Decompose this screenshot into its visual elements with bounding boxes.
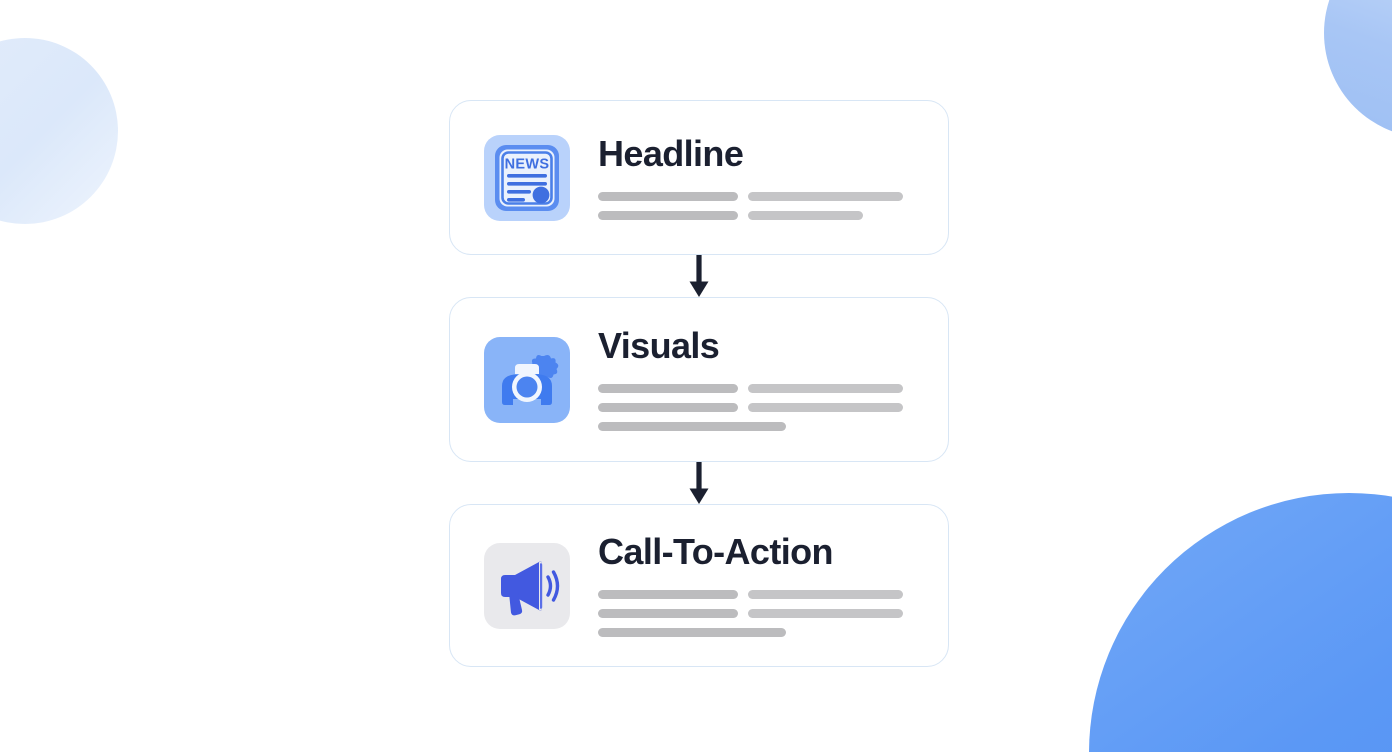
placeholder-bar	[598, 628, 786, 637]
camera-icon	[484, 336, 570, 423]
placeholder-bar	[748, 403, 903, 412]
placeholder-row	[598, 628, 920, 637]
top-left-circle	[0, 38, 118, 224]
placeholder-row	[598, 191, 920, 201]
flow-card-visuals[interactable]: Visuals	[449, 297, 949, 462]
card-body-visuals: Visuals	[598, 328, 920, 431]
placeholder-row	[598, 210, 920, 220]
arrow-visuals-to-cta	[679, 461, 719, 504]
card-title-visuals: Visuals	[598, 325, 720, 366]
flow-card-headline[interactable]: NEWS Headline	[449, 100, 949, 255]
bottom-right-circle	[1089, 493, 1392, 752]
placeholder-bar	[598, 384, 738, 393]
placeholder-bar	[748, 609, 903, 618]
flow-card-call-to-action[interactable]: Call-To-Action	[449, 504, 949, 667]
placeholder-row	[598, 403, 920, 412]
placeholder-row	[598, 384, 920, 393]
placeholder-bar	[598, 210, 738, 220]
placeholder-row	[598, 422, 920, 431]
arrow-headline-to-visuals	[679, 254, 719, 297]
placeholder-lines-call-to-action	[598, 590, 920, 637]
placeholder-bar	[748, 590, 903, 599]
top-right-circle	[1324, 0, 1392, 138]
card-body-headline: Headline	[598, 132, 920, 220]
megaphone-icon	[484, 542, 570, 629]
placeholder-bar	[748, 210, 863, 220]
placeholder-bar	[748, 384, 903, 393]
card-title-headline: Headline	[598, 132, 744, 174]
placeholder-bar	[748, 191, 903, 201]
placeholder-bar	[598, 403, 738, 412]
placeholder-lines-visuals	[598, 384, 920, 431]
placeholder-bar	[598, 609, 738, 618]
svg-text:NEWS: NEWS	[505, 156, 550, 172]
newspaper-icon: NEWS	[484, 134, 570, 221]
placeholder-lines-headline	[598, 191, 920, 220]
card-body-call-to-action: Call-To-Action	[598, 534, 920, 637]
placeholder-row	[598, 609, 920, 618]
placeholder-row	[598, 590, 920, 599]
placeholder-bar	[598, 590, 738, 599]
placeholder-bar	[598, 191, 738, 201]
flow-diagram: NEWS Headline	[449, 100, 949, 667]
placeholder-bar	[598, 422, 786, 431]
card-title-call-to-action: Call-To-Action	[598, 531, 834, 572]
